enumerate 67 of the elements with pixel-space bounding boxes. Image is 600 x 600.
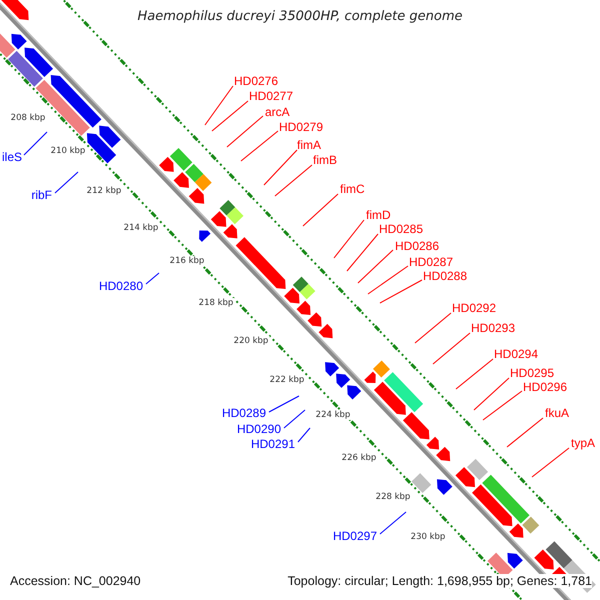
- leader-line: [368, 266, 408, 294]
- gene-label: HD0292: [452, 301, 496, 315]
- tick-label: 208 kbp: [10, 113, 46, 123]
- leader-line: [54, 172, 78, 194]
- leader-line: [414, 312, 452, 344]
- leader-line: [284, 410, 306, 428]
- gene-label: HD0293: [471, 321, 516, 335]
- gene-label: HD0280: [98, 279, 143, 293]
- tick-label: 210 kbp: [50, 146, 86, 156]
- topology-text: Topology: circular; Length: 1,698,955 bp; Genes: 1,781: [288, 574, 592, 588]
- gene-label: fimB: [313, 153, 337, 167]
- leader-line: [146, 272, 160, 284]
- leader-line: [532, 448, 570, 478]
- gene-label: HD0285: [379, 222, 424, 236]
- gene-label: HD0279: [279, 120, 324, 134]
- gene-label: ribF: [31, 188, 52, 202]
- gene-label: HD0294: [494, 347, 538, 361]
- tick-label: 218 kbp: [198, 298, 234, 308]
- accession-text: Accession: NC_002940: [10, 574, 141, 588]
- gene-label: fimA: [297, 138, 321, 152]
- leader-line: [506, 418, 544, 448]
- tick-label: 212 kbp: [86, 186, 122, 196]
- gene-label: HD0296: [523, 380, 568, 394]
- gene-label: HD0290: [236, 422, 281, 436]
- leader-line: [380, 512, 406, 534]
- tick-label: 226 kbp: [340, 453, 378, 463]
- gene-label: HD0291: [250, 437, 295, 451]
- gene-label: fimD: [366, 208, 391, 222]
- gene-label: ileS: [2, 150, 22, 164]
- leader-line: [264, 150, 298, 186]
- tick-label: 216 kbp: [168, 256, 206, 266]
- gene-label: fimC: [340, 182, 365, 196]
- leader-line: [240, 130, 278, 162]
- tick-label: 224 kbp: [314, 410, 352, 420]
- leader-line: [432, 332, 470, 364]
- leader-line: [274, 164, 312, 196]
- tick-label: 214 kbp: [122, 223, 160, 233]
- gene-label: HD0277: [249, 89, 294, 103]
- leader-line: [358, 250, 394, 284]
- leader-line: [302, 194, 338, 226]
- leader-line: [226, 116, 264, 148]
- leader-line: [204, 86, 234, 126]
- gene-label: HD0276: [234, 74, 278, 88]
- gene-label: fkuA: [545, 406, 570, 420]
- leader-line: [298, 428, 310, 442]
- leader-line: [346, 234, 378, 272]
- gene-label: HD0295: [510, 366, 554, 380]
- gene-label: HD0297: [332, 529, 377, 543]
- gene-label: typA: [571, 436, 596, 450]
- leader-line: [456, 358, 494, 390]
- tick-label: 220 kbp: [232, 336, 270, 346]
- gene-label: HD0287: [409, 255, 454, 269]
- tick-label: 228 kbp: [374, 492, 412, 502]
- leader-line: [268, 396, 300, 412]
- leader-line: [334, 220, 364, 258]
- leader-line: [24, 132, 48, 156]
- tick-label: 230 kbp: [410, 532, 446, 542]
- leader-line: [482, 390, 522, 420]
- title: Haemophilus ducreyi 35000HP, complete genome: [136, 10, 464, 24]
- gene-label: HD0289: [222, 406, 266, 420]
- leader-line: [474, 378, 510, 410]
- gene-label: arcA: [265, 105, 290, 119]
- leader-line: [212, 100, 248, 132]
- gene-label: HD0286: [395, 239, 440, 253]
- leader-line: [380, 280, 422, 304]
- gene-label: HD0288: [423, 269, 468, 283]
- tick-label: 222 kbp: [268, 375, 306, 385]
